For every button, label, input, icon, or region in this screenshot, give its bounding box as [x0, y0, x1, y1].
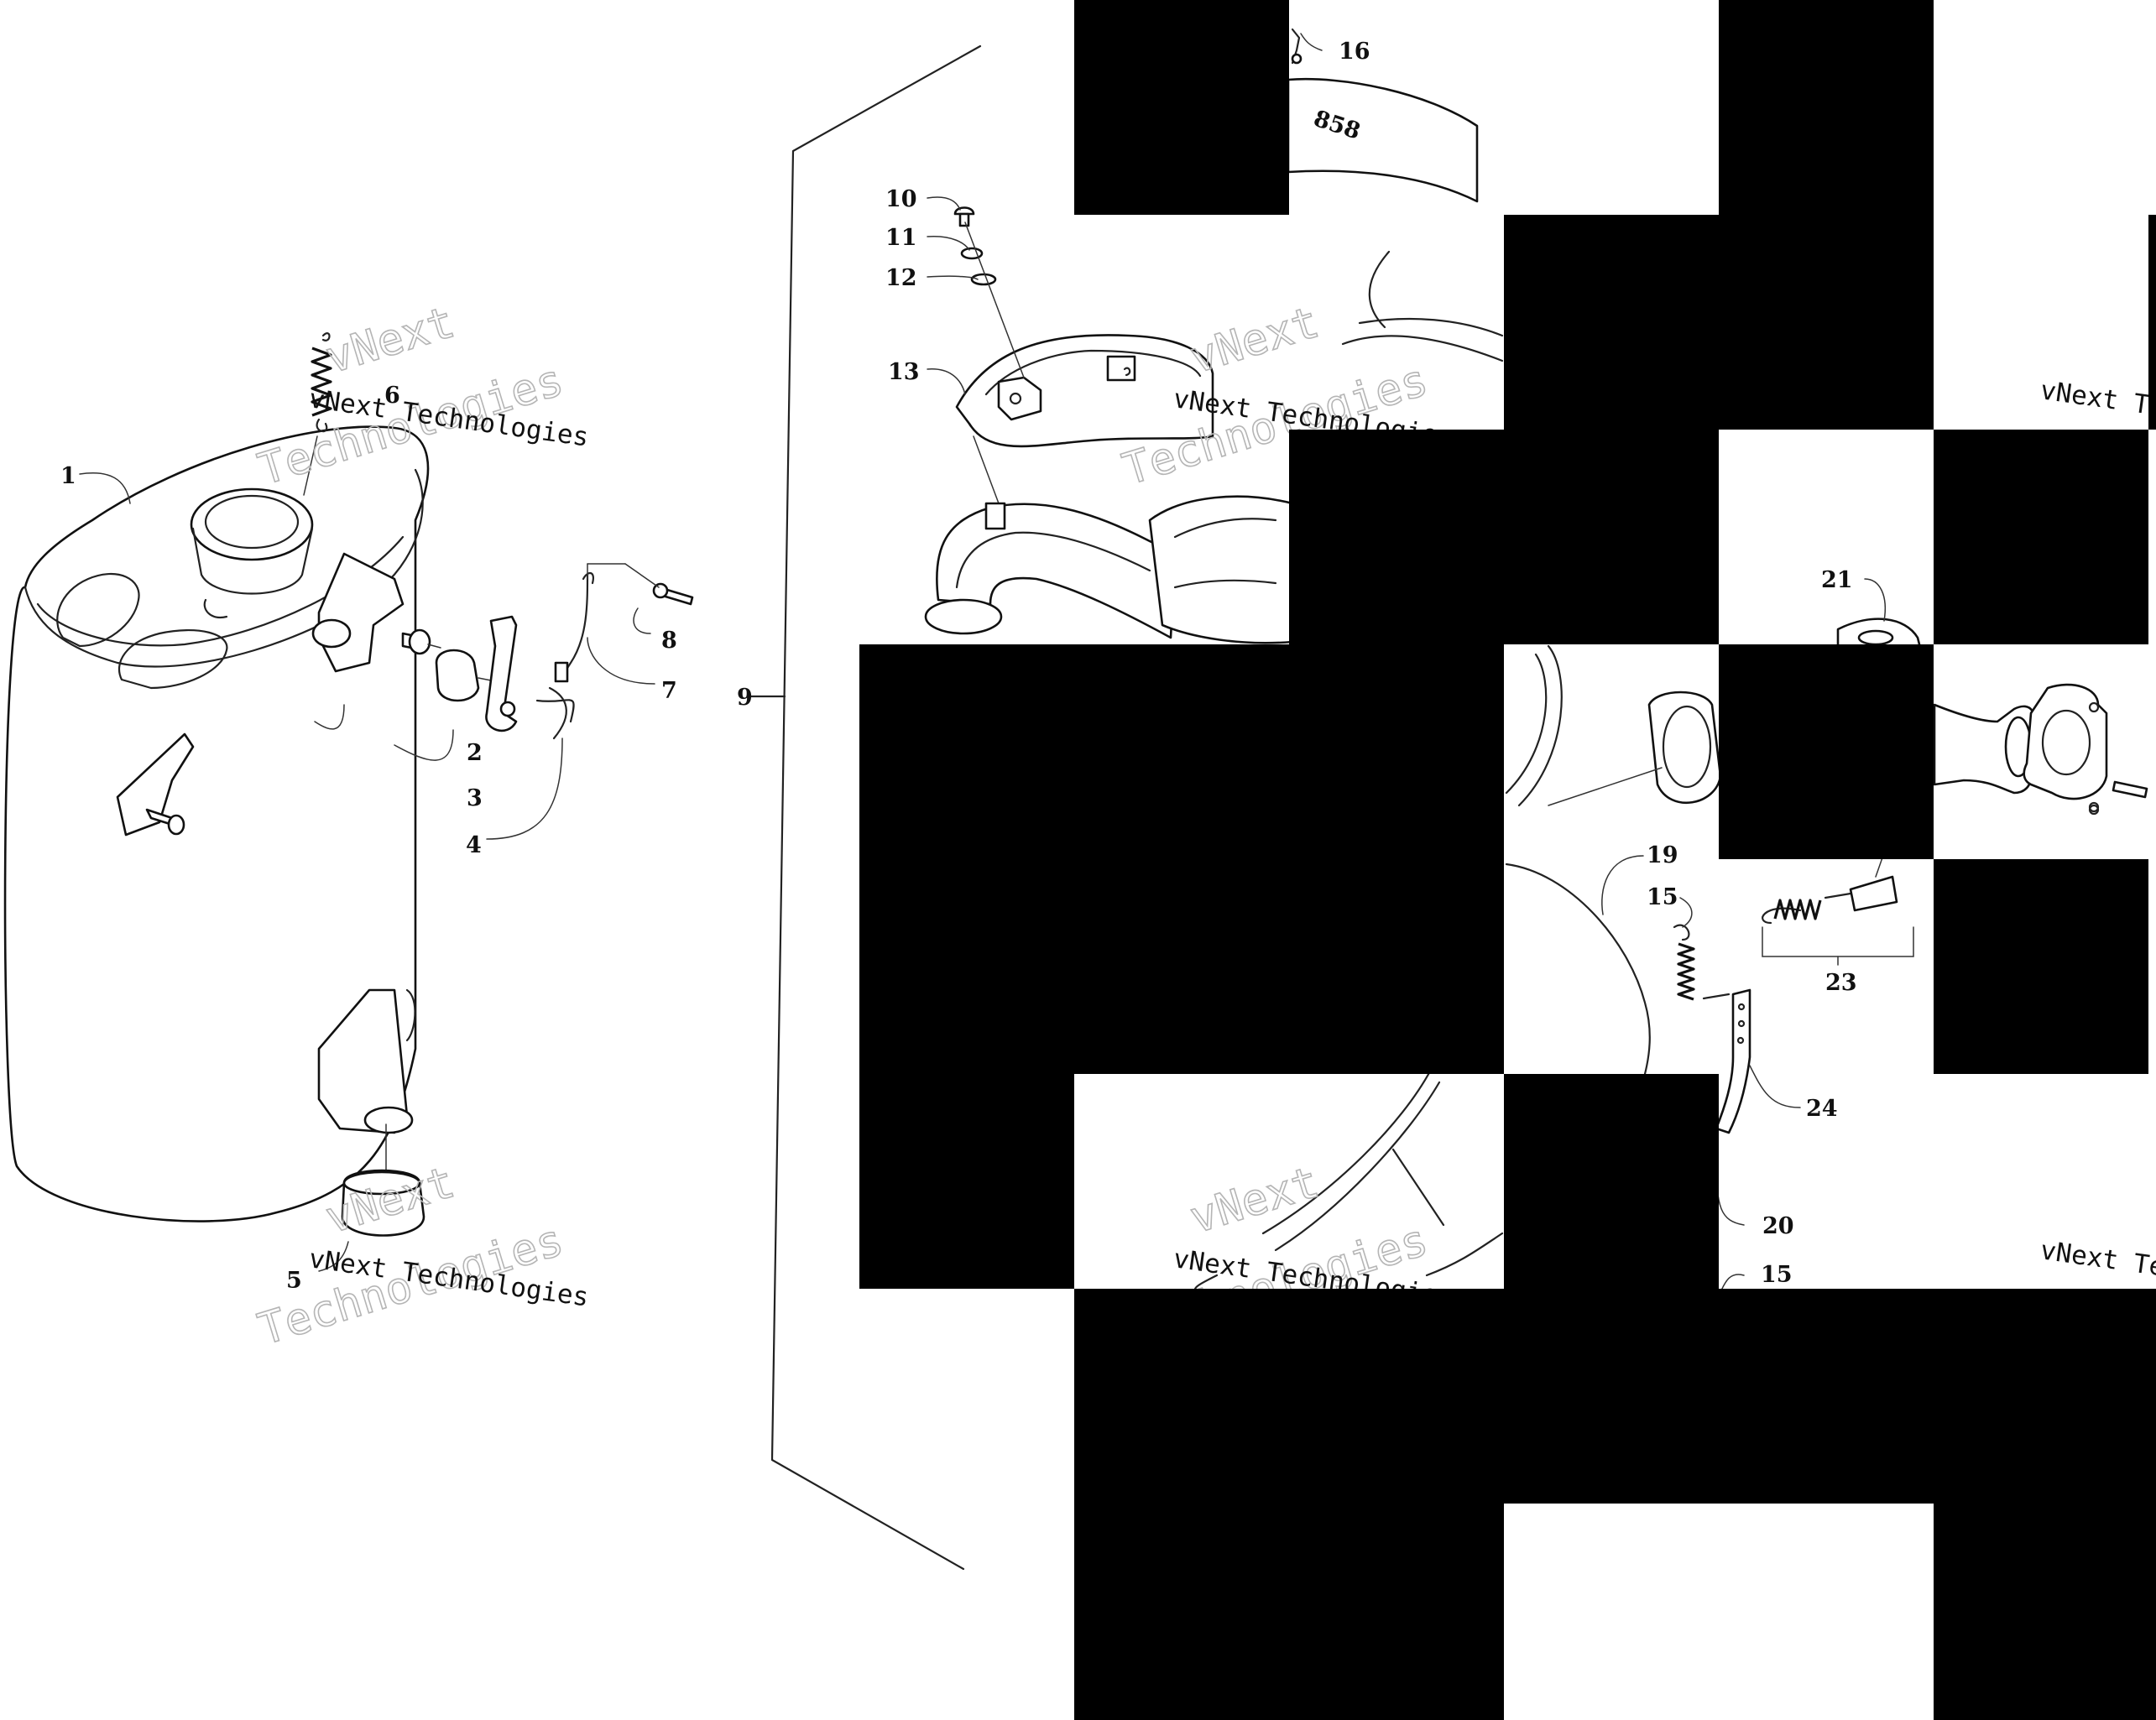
svg-text:vNext: vNext — [1184, 297, 1324, 383]
spring-part-6 — [303, 332, 332, 496]
svg-text:vNext Te: vNext Te — [2039, 1235, 2156, 1282]
callout-15-upper: 15 — [1647, 884, 1678, 910]
mask-block — [1934, 430, 2148, 644]
leader-lines — [79, 33, 1886, 1293]
mask-block — [1074, 1504, 1504, 1720]
heat-shield-part-13 — [955, 334, 1214, 448]
mask-block — [1934, 859, 2148, 1074]
callout-24: 24 — [1806, 1096, 1838, 1122]
callout-23: 23 — [1825, 970, 1857, 996]
spring-part-15a — [1673, 924, 1731, 1001]
mask-block — [859, 1074, 1074, 1289]
callout-15-lower: 15 — [1761, 1262, 1793, 1288]
callout-numbers: 1 2 3 4 5 6 7 8 9 10 11 12 13 15 15 16 1… — [60, 39, 1857, 1294]
mask-block — [2148, 215, 2156, 430]
housing-badge: 858 — [1287, 77, 1504, 362]
watermark-right-bottom: vNext Te — [2039, 1235, 2156, 1282]
grommet-part-5 — [341, 1123, 425, 1237]
callout-9: 9 — [737, 685, 753, 711]
mask-block — [1289, 430, 1719, 644]
callout-13: 13 — [888, 359, 920, 385]
mask-block — [1074, 0, 1289, 215]
mask-block — [1934, 1504, 2156, 1720]
callout-19: 19 — [1647, 842, 1678, 868]
washer-part-12 — [970, 273, 997, 286]
callout-6: 6 — [384, 383, 400, 409]
mask-block — [1719, 0, 1934, 215]
callout-8: 8 — [661, 628, 677, 654]
washer-part-11 — [960, 247, 984, 260]
mask-block — [1074, 1289, 2156, 1504]
group-bracket-9 — [749, 44, 982, 1571]
mask-block — [1074, 859, 1504, 1074]
callout-5: 5 — [286, 1268, 302, 1294]
pin-spacer-assembly — [401, 615, 575, 740]
mask-block — [1504, 215, 1934, 430]
muffler-body-outline — [1505, 644, 1651, 1076]
clip-part-16 — [1291, 28, 1302, 65]
tailpipe-grommet — [1548, 691, 1722, 806]
watermark-right-top: vNext Te — [2039, 375, 2156, 422]
callout-10: 10 — [885, 186, 917, 212]
callout-20: 20 — [1762, 1213, 1794, 1239]
gasket-part-22 — [2023, 683, 2108, 813]
redaction-blocks — [859, 0, 2156, 1720]
callout-7: 7 — [661, 678, 677, 704]
screw-part-10 — [953, 206, 975, 227]
spring-part-23 — [1762, 792, 1914, 966]
callout-21: 21 — [1821, 567, 1853, 593]
exhaust-pipe — [924, 495, 1294, 644]
callout-11: 11 — [885, 225, 917, 251]
callout-16: 16 — [1339, 39, 1370, 65]
pin-part-8 — [587, 563, 694, 606]
strap-part-24 — [1715, 988, 1751, 1134]
muffler-canister — [3, 425, 430, 1222]
callout-12: 12 — [885, 265, 917, 291]
small-bolt — [2088, 780, 2148, 816]
callout-3: 3 — [467, 785, 483, 811]
callout-1: 1 — [60, 463, 76, 489]
svg-text:vNext: vNext — [320, 297, 460, 383]
callout-4: 4 — [466, 832, 482, 858]
mask-block — [859, 644, 1504, 859]
outlet-pipe — [1933, 703, 2036, 795]
mask-block — [1504, 1074, 1719, 1289]
callout-2: 2 — [467, 740, 483, 766]
mask-block — [1719, 644, 1934, 859]
svg-text:vNext Te: vNext Te — [2039, 375, 2156, 422]
cable-part-7 — [554, 572, 594, 683]
